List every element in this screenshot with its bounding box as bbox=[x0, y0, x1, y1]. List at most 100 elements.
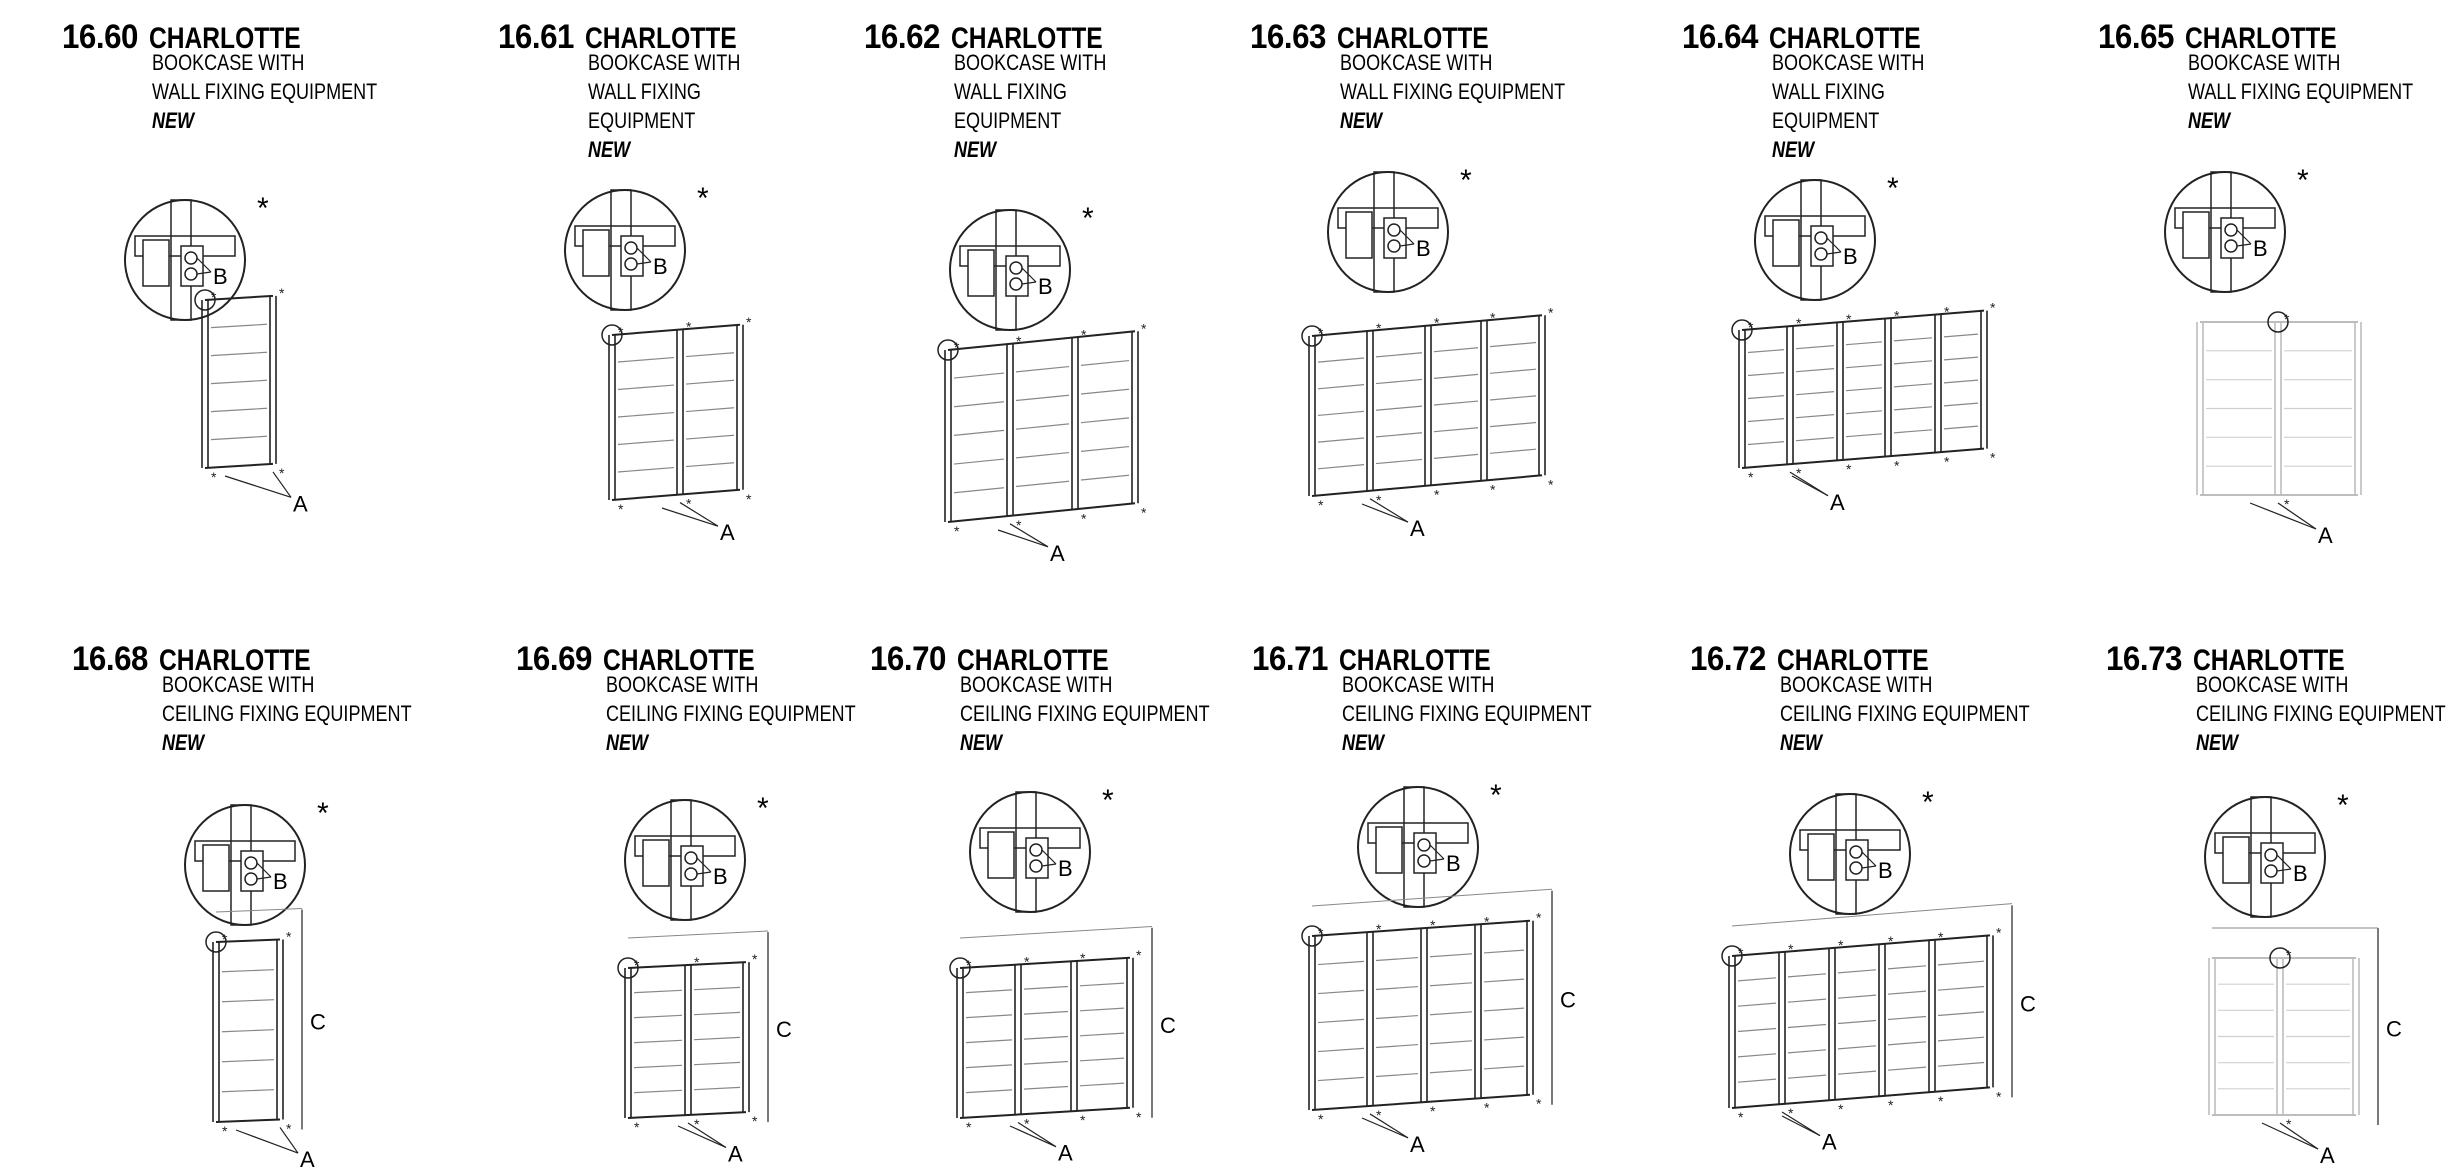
product-name: CHARLOTTE bbox=[158, 644, 311, 677]
asterisk-mark: * bbox=[1888, 933, 1894, 949]
bookcase-frame: **AC bbox=[2208, 927, 2402, 1168]
product-code: 16.65 bbox=[2098, 18, 2174, 56]
mark-a-label: A bbox=[2318, 523, 2333, 548]
asterisk-mark: * bbox=[1536, 910, 1542, 926]
bookcase-frame: ********AC bbox=[949, 925, 1176, 1166]
detail-callout: B* bbox=[1754, 172, 1899, 301]
description-text: BOOKCASE WITH CEILING FIXING EQUIPMENT bbox=[1342, 672, 1592, 726]
description-text: BOOKCASE WITH WALL FIXING EQUIPMENT bbox=[152, 50, 378, 104]
detail-callout: B* bbox=[2204, 789, 2349, 918]
asterisk-mark: * bbox=[1141, 320, 1147, 336]
asterisk-mark: * bbox=[1888, 1097, 1894, 1113]
bookcase-frame: ******A bbox=[601, 314, 752, 545]
asterisk-mark: * bbox=[1996, 1088, 2002, 1104]
bookcase-frame: * * A bbox=[2196, 311, 2362, 548]
asterisk-mark: * bbox=[1136, 1109, 1142, 1125]
product-heading: 16.61 CHARLOTTE bbox=[498, 18, 770, 57]
asterisk-mark: * bbox=[634, 957, 640, 973]
asterisk-mark: * bbox=[1738, 1109, 1744, 1125]
mark-a-label: A bbox=[1410, 516, 1425, 541]
asterisk-mark: * bbox=[1024, 954, 1030, 970]
product-code: 16.61 bbox=[498, 18, 574, 56]
bookcase-frame: ********A bbox=[937, 320, 1147, 566]
mark-b-label: B bbox=[2253, 236, 2268, 261]
asterisk-mark: * bbox=[757, 792, 769, 825]
description-text: BOOKCASE WITH CEILING FIXING EQUIPMENT bbox=[960, 672, 1210, 726]
mark-c-label: C bbox=[2386, 1017, 2402, 1042]
description-text: BOOKCASE WITH WALL FIXING EQUIPMENT bbox=[1772, 50, 1925, 133]
asterisk-mark: * bbox=[1318, 325, 1324, 341]
product-name: CHARLOTTE bbox=[1336, 22, 1489, 55]
detail-callout: B* bbox=[624, 792, 769, 921]
bookcase-frame: ******AC bbox=[617, 930, 792, 1167]
asterisk-mark: * bbox=[1738, 945, 1744, 961]
asterisk-mark: * bbox=[2284, 311, 2290, 327]
product-name: CHARLOTTE bbox=[1768, 22, 1921, 55]
asterisk-mark: * bbox=[697, 182, 709, 215]
asterisk-mark: * bbox=[2286, 947, 2292, 963]
asterisk-mark: * bbox=[1788, 941, 1794, 957]
product-code: 16.72 bbox=[1690, 640, 1766, 678]
asterisk-mark: * bbox=[1136, 947, 1142, 963]
bookcase-frame: ************AC bbox=[1721, 903, 2036, 1155]
new-badge: NEW bbox=[1342, 730, 1385, 755]
asterisk-mark: * bbox=[1430, 917, 1436, 933]
product-name: CHARLOTTE bbox=[584, 22, 737, 55]
product-name: CHARLOTTE bbox=[602, 644, 755, 677]
asterisk-mark: * bbox=[1944, 453, 1950, 469]
product-code: 16.70 bbox=[870, 640, 946, 678]
asterisk-mark: * bbox=[1944, 303, 1950, 319]
asterisk-mark: * bbox=[1996, 924, 2002, 940]
detail-callout: B* bbox=[184, 797, 329, 926]
asterisk-mark: * bbox=[694, 1116, 700, 1132]
product-name: CHARLOTTE bbox=[1338, 644, 1491, 677]
mark-b-label: B bbox=[713, 864, 728, 889]
asterisk-mark: * bbox=[1141, 504, 1147, 520]
product-name: CHARLOTTE bbox=[2184, 22, 2337, 55]
asterisk-mark: * bbox=[954, 523, 960, 539]
asterisk-mark: * bbox=[2284, 496, 2290, 512]
asterisk-mark: * bbox=[286, 928, 292, 944]
mark-b-label: B bbox=[1038, 274, 1053, 299]
asterisk-mark: * bbox=[279, 465, 285, 481]
mark-a-label: A bbox=[293, 491, 308, 516]
product-name: CHARLOTTE bbox=[950, 22, 1103, 55]
asterisk-mark: * bbox=[1434, 487, 1440, 503]
asterisk-mark: * bbox=[1838, 937, 1844, 953]
asterisk-mark: * bbox=[222, 931, 228, 947]
asterisk-mark: * bbox=[752, 951, 758, 967]
asterisk-mark: * bbox=[1081, 326, 1087, 342]
mark-c-label: C bbox=[1560, 988, 1576, 1013]
description-text: BOOKCASE WITH WALL FIXING EQUIPMENT bbox=[954, 50, 1107, 133]
asterisk-mark: * bbox=[1938, 1093, 1944, 1109]
asterisk-mark: * bbox=[618, 324, 624, 340]
asterisk-mark: * bbox=[279, 285, 285, 301]
asterisk-mark: * bbox=[1016, 517, 1022, 533]
asterisk-mark: * bbox=[1894, 457, 1900, 473]
mark-b-label: B bbox=[1878, 858, 1893, 883]
mark-c-label: C bbox=[776, 1017, 792, 1042]
description-text: BOOKCASE WITH CEILING FIXING EQUIPMENT bbox=[2196, 672, 2446, 726]
product-name: CHARLOTTE bbox=[2192, 644, 2345, 677]
bookcase-frame: **********AC bbox=[1301, 888, 1576, 1157]
detail-callout: B* bbox=[1327, 164, 1472, 293]
asterisk-mark: * bbox=[1484, 913, 1490, 929]
detail-callout: B* bbox=[1357, 779, 1502, 908]
asterisk-mark: * bbox=[1460, 164, 1472, 197]
new-badge: NEW bbox=[606, 730, 649, 755]
